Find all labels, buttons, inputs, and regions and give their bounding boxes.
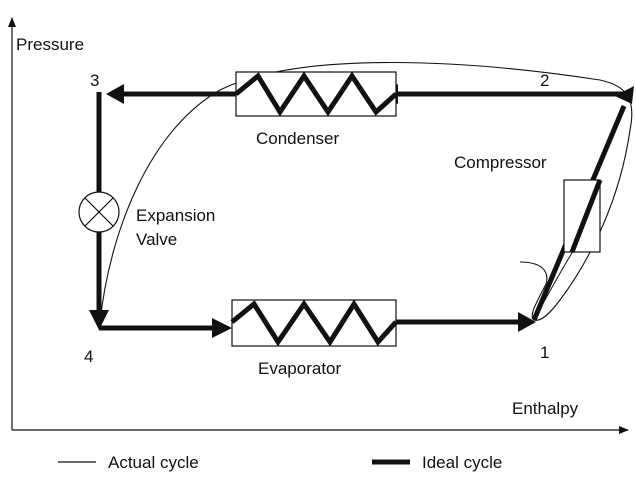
point-4-label: 4: [84, 347, 93, 366]
point-2-label: 2: [540, 71, 549, 90]
arrowhead-2: [615, 86, 634, 104]
arrowhead-4: [89, 310, 109, 330]
expansion-valve-label-1: Expansion: [136, 206, 215, 225]
point-3-label: 3: [90, 71, 99, 90]
compressor-label: Compressor: [454, 153, 547, 172]
expansion-valve-label-2: Valve: [136, 230, 177, 249]
legend-actual-label: Actual cycle: [108, 453, 199, 472]
compressor-thru-line: [569, 179, 603, 253]
y-axis-label: Pressure: [16, 35, 84, 54]
evaporator-label: Evaporator: [258, 359, 341, 378]
expansion-valve-cross-b: [84, 197, 114, 227]
x-axis-label: Enthalpy: [512, 399, 579, 418]
actual-cycle-curve: [99, 61, 633, 323]
evaporator-coil: [230, 299, 398, 347]
legend-ideal-label: Ideal cycle: [422, 453, 502, 472]
arrowhead-3: [106, 84, 124, 104]
point-1-label: 1: [540, 343, 549, 362]
arrowhead-1: [518, 312, 536, 332]
arrowhead-evaporator-in: [212, 318, 232, 338]
condenser-label: Condenser: [256, 129, 340, 148]
condenser-coil: [234, 71, 398, 117]
